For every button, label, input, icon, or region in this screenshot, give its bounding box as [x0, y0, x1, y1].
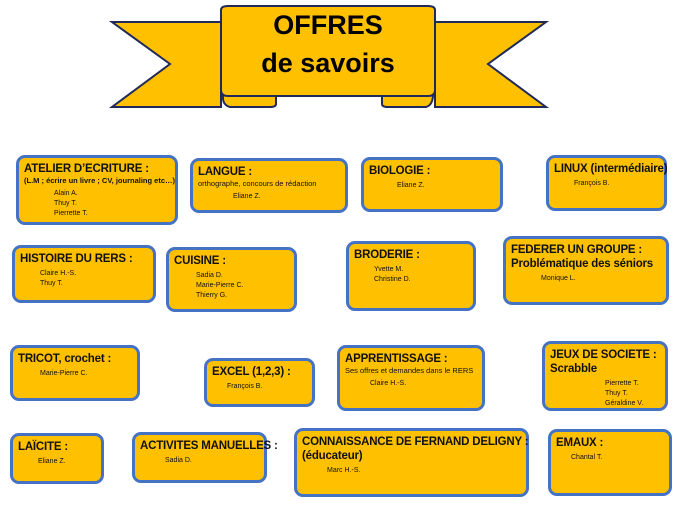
person-name: Géraldine V. [605, 400, 644, 407]
offer-title-2: (éducateur) [302, 450, 363, 462]
offer-names: Marie-Pierre C. [18, 369, 132, 379]
offer-names: Chantal T. [556, 453, 664, 463]
offer-title: LANGUE : [198, 166, 252, 178]
offer-card: ATELIER D’ECRITURE :(L.M ; écrire un liv… [16, 155, 178, 225]
offer-names: Alain A. Thuy T. Pierrette T. [24, 189, 170, 219]
offer-title: LINUX (intermédiaire) [554, 163, 668, 175]
person-name: Eliane Z. [233, 193, 261, 200]
offer-subtitle: Ses offres et demandes dans le RERS [345, 366, 474, 375]
offer-subtitle: (L.M ; écrire un livre ; CV, journaling … [24, 176, 175, 185]
offer-title: EXCEL (1,2,3) : [212, 366, 291, 378]
person-name: Pierrette T. [605, 380, 639, 387]
offer-card: EMAUX : Chantal T. [548, 429, 672, 496]
offer-title: CONNAISSANCE DE FERNAND DELIGNY : [302, 436, 529, 448]
offer-title: ACTIVITES MANUELLES : [140, 440, 278, 452]
offer-card: FEDERER UN GROUPE : Problématique des sén… [503, 236, 669, 305]
offer-names: Marc H.-S. [302, 466, 521, 476]
offer-names: Eliane Z. [198, 192, 340, 202]
person-name: Claire H.-S. [40, 270, 77, 277]
offer-title-2: Problématique des séniors [511, 258, 653, 270]
person-name: Sadia D. [165, 457, 192, 464]
offer-names: François B. [554, 179, 659, 189]
ribbon-left-tail [108, 21, 222, 108]
person-name: Thuy T. [605, 390, 628, 397]
offer-title-2: Scrabble [550, 363, 597, 375]
offer-names: Sadia D. [140, 456, 259, 466]
person-name: Christine D. [374, 276, 411, 283]
offer-card: LANGUE :orthographe, concours de rédacti… [190, 158, 348, 213]
offer-title: EMAUX : [556, 437, 604, 449]
offer-title: TRICOT, crochet : [18, 353, 112, 365]
person-name: François B. [574, 180, 610, 187]
offer-title: CUISINE : [174, 255, 226, 267]
person-name: Marie-Pierre C. [196, 282, 244, 289]
ribbon-right-tail [434, 21, 550, 108]
person-name: François B. [227, 383, 263, 390]
person-name: Yvette M. [374, 266, 404, 273]
offer-names: Eliane Z. [18, 457, 96, 467]
offer-card: BIOLOGIE : Eliane Z. [361, 157, 503, 212]
offer-title: HISTOIRE DU RERS : [20, 253, 133, 265]
offer-card: TRICOT, crochet : Marie-Pierre C. [10, 345, 140, 401]
banner-ribbon [108, 5, 550, 108]
offer-subtitle: orthographe, concours de rédaction [198, 179, 317, 188]
offer-card: ACTIVITES MANUELLES : Sadia D. [132, 432, 278, 483]
person-name: Marc H.-S. [327, 467, 361, 474]
banner-title-line2: de savoirs [261, 48, 395, 78]
person-name: Alain A. [54, 190, 78, 197]
person-name: Marie-Pierre C. [40, 370, 88, 377]
offer-names: Claire H.-S. Thuy T. [20, 269, 148, 289]
person-name: Claire H.-S. [370, 380, 407, 387]
offer-title: BIOLOGIE : [369, 165, 431, 177]
person-name: Pierrette T. [54, 210, 88, 217]
offer-names: Eliane Z. [369, 181, 495, 191]
offer-names: Claire H.-S. [345, 379, 477, 389]
offer-names: François B. [212, 382, 307, 392]
offer-title: APPRENTISSAGE : [345, 353, 448, 365]
person-name: Chantal T. [571, 454, 603, 461]
offer-card: LAÏCITE : Eliane Z. [10, 433, 104, 484]
person-name: Sadia D. [196, 272, 223, 279]
person-name: Eliane Z. [38, 458, 66, 465]
offer-card: BRODERIE : Yvette M. Christine D. [346, 241, 476, 311]
offer-card: APPRENTISSAGE :Ses offres et demandes da… [337, 345, 485, 411]
offer-names: Monique L. [511, 274, 661, 284]
offer-names: Sadia D. Marie-Pierre C. Thierry G. [174, 271, 289, 301]
offer-card: LINUX (intermédiaire) François B. [546, 155, 668, 211]
offer-title: ATELIER D’ECRITURE : [24, 163, 149, 175]
offer-card: EXCEL (1,2,3) : François B. [204, 358, 315, 407]
offer-title: FEDERER UN GROUPE : [511, 244, 643, 256]
banner-title-line1: OFFRES [273, 10, 383, 40]
offer-card: CONNAISSANCE DE FERNAND DELIGNY : (éducat… [294, 428, 529, 497]
offer-card: CUISINE : Sadia D. Marie-Pierre C. Thierry … [166, 247, 297, 312]
offer-names: Pierrette T. Thuy T. Géraldine V. [550, 379, 660, 409]
person-name: Monique L. [541, 275, 576, 282]
offer-names: Yvette M. Christine D. [354, 265, 468, 285]
person-name: Eliane Z. [397, 182, 425, 189]
person-name: Thuy T. [54, 200, 77, 207]
offer-title: LAÏCITE : [18, 441, 68, 453]
ribbon-center [220, 5, 436, 97]
person-name: Thierry G. [196, 292, 228, 299]
offer-title: BRODERIE : [354, 249, 420, 261]
person-name: Thuy T. [40, 280, 63, 287]
offer-card: HISTOIRE DU RERS : Claire H.-S. Thuy T. [12, 245, 156, 303]
offer-title: JEUX DE SOCIETE : [550, 349, 657, 361]
